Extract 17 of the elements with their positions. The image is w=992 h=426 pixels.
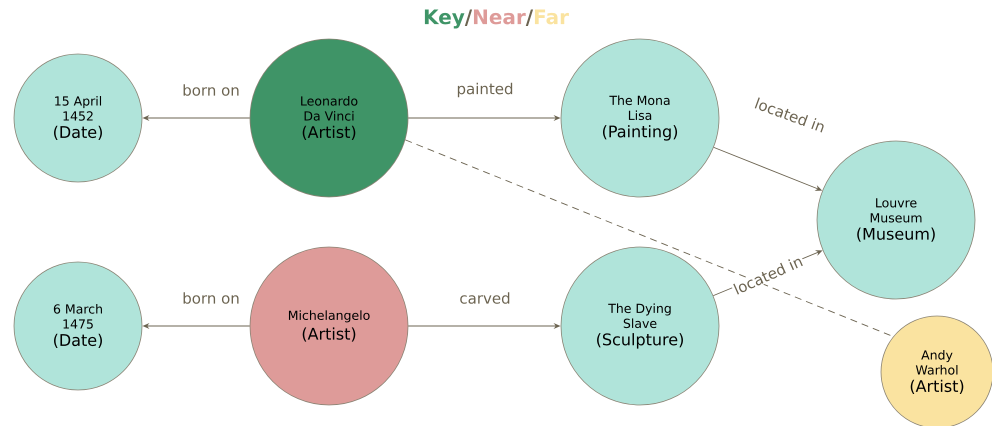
edge-label: born on [181,291,241,305]
circle-node: The Dying Slave (Sculpture) [560,246,720,406]
circle-node: Andy Warhol (Artist) [880,316,992,426]
circle-node: Michelangelo (Artist) [250,246,408,406]
separator-text: / [464,10,472,26]
circle-node: 15 April 1452 (Date) [14,54,142,182]
edge-label: painted [456,82,515,98]
circle-node: Leonardo Da Vinci (Artist) [250,38,408,198]
edge-label: born on [181,83,241,97]
separator-text: / [526,10,534,26]
circle-node: Louvre Museum (Museum) [816,140,976,300]
legend-entry: Far [534,10,569,24]
legend-entry: Near [474,10,526,24]
circle-node: 6 March 1475 (Date) [14,262,142,390]
legend-entry: Key [424,10,464,28]
edge-label: carved [458,291,512,305]
circle-node: The Mona Lisa (Painting) [560,38,720,198]
